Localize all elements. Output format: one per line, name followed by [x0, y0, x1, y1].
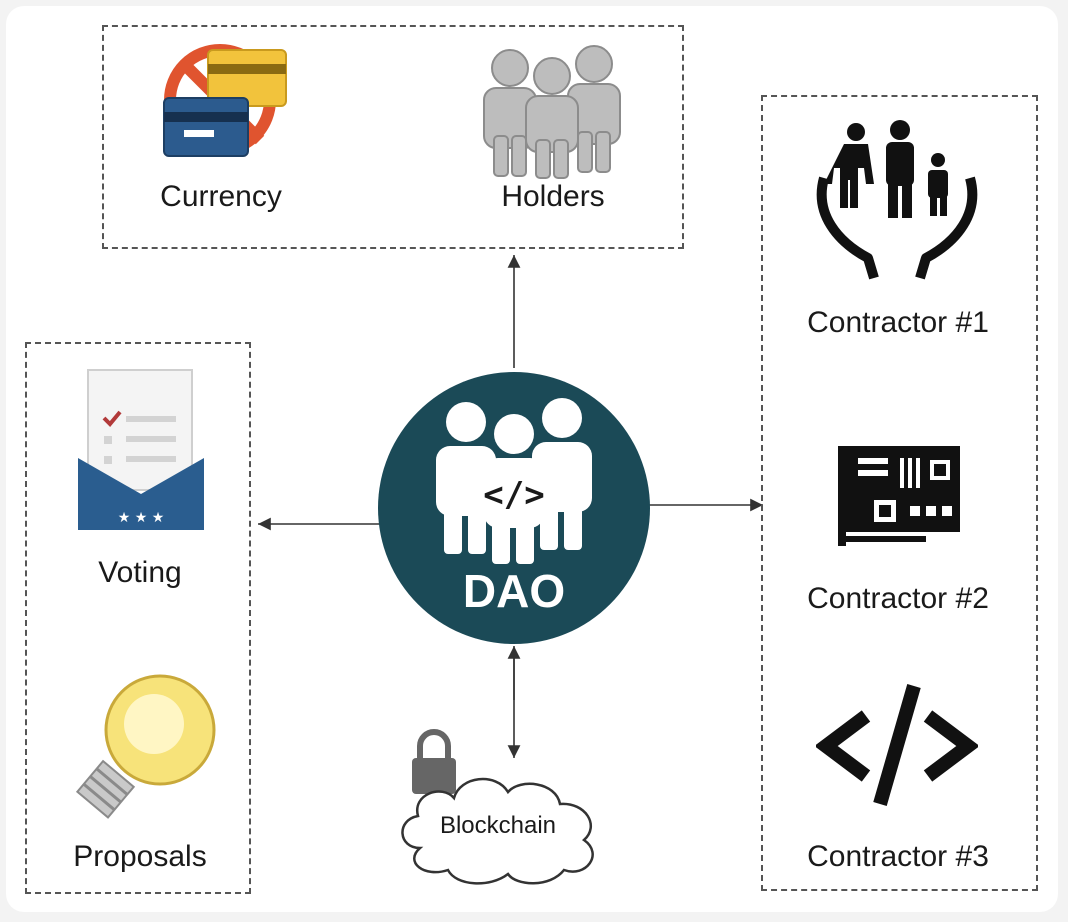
- people-group-icon: [470, 40, 640, 180]
- dao-label: DAO: [462, 565, 566, 617]
- circuit-board-icon: [834, 440, 964, 550]
- dao-node: </> DAO: [378, 368, 650, 648]
- people-code-icon: [436, 398, 592, 564]
- contractor-3-label: Contractor #3: [807, 840, 989, 873]
- group-currency-holders: [102, 25, 684, 249]
- holders-label: Holders: [501, 180, 605, 213]
- contractor-1-label: Contractor #1: [807, 306, 989, 339]
- voting-label: Voting: [98, 556, 182, 589]
- contractor-2-label: Contractor #2: [807, 582, 989, 615]
- currency-cards-icon: [160, 40, 290, 160]
- blockchain-label: Blockchain: [439, 812, 557, 839]
- group-voting-proposals: [25, 342, 251, 894]
- ballot-envelope-icon: ★ ★ ★: [76, 366, 206, 532]
- padlock-cloud-icon: [390, 728, 620, 888]
- currency-label: Currency: [160, 180, 282, 213]
- code-brackets-icon: [816, 680, 978, 810]
- svg-text:★ ★ ★: ★ ★ ★: [118, 510, 165, 526]
- svg-text:</>: </>: [483, 475, 544, 515]
- proposals-label: Proposals: [73, 840, 207, 873]
- group-contractors: [761, 95, 1038, 891]
- family-hands-icon: [814, 118, 980, 284]
- light-bulb-icon: [64, 668, 224, 828]
